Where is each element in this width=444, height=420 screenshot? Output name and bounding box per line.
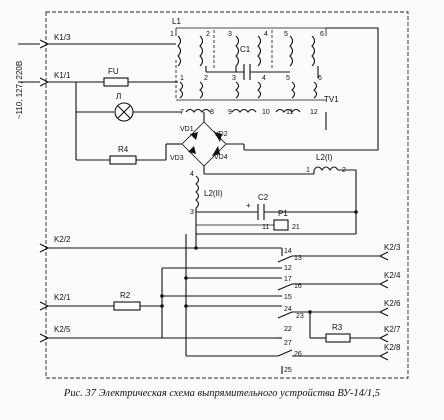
resistor-r2-label: R2 xyxy=(120,291,131,300)
input-k22: K2/2 xyxy=(39,234,282,253)
input-k13: K1/3 xyxy=(18,33,176,49)
contacts-17-16-15: 17 16 15 xyxy=(162,276,380,301)
outputs-right: K2/3 K2/4 K2/6 K2/7 K2/8 xyxy=(378,243,401,361)
resistor-r3-label: R3 xyxy=(332,323,343,332)
choke-l1-label: L1 xyxy=(172,17,181,26)
resistor-r3 xyxy=(325,333,351,343)
input-k11: K1/1 FU xyxy=(18,67,178,87)
tv-pin-9: 9 xyxy=(228,109,232,116)
diode-vd4-label: VD4 xyxy=(214,154,228,161)
resistor-r4-label: R4 xyxy=(118,145,129,154)
connector-k11-label: K1/1 xyxy=(54,71,71,80)
choke-l2-i: L2(I) 1 2 xyxy=(204,153,357,212)
contact-14: 14 xyxy=(284,248,292,255)
resistor-r2 xyxy=(113,301,141,311)
l1-pin-2: 2 xyxy=(206,31,210,38)
contact-16: 16 xyxy=(294,283,302,290)
contact-22: 22 xyxy=(284,326,292,333)
relay-p1-label: P1 xyxy=(278,209,288,218)
junction xyxy=(354,210,358,214)
transformer-tv1: TV1 1 2 3 4 5 6 7 8 9 10 11 12 xyxy=(175,60,339,130)
l1-pin-6: 6 xyxy=(320,31,324,38)
diode-vd1-label: VD1 xyxy=(180,126,194,133)
connector-k25-label: K2/5 xyxy=(54,325,71,334)
tv-pin-6: 6 xyxy=(318,75,322,82)
connector-k27-label: K2/7 xyxy=(384,325,401,334)
junction xyxy=(184,276,188,280)
lamp-branch: Л R4 xyxy=(75,82,182,165)
relay-p1-coil xyxy=(273,219,289,231)
lamp-label: Л xyxy=(116,92,121,101)
l2ii-pin-4: 4 xyxy=(190,171,194,178)
capacitor-c2: C2 + xyxy=(196,193,356,220)
l1-pin-3: 3 xyxy=(228,31,232,38)
resistor-r4 xyxy=(109,155,137,165)
tv-pin-4: 4 xyxy=(262,75,266,82)
contact-11: 11 xyxy=(262,224,269,231)
diode-vd3-label: VD3 xyxy=(170,155,184,162)
figure-caption: Рис. 37 Электрическая схема выпрямительн… xyxy=(63,388,381,399)
contact-24: 24 xyxy=(284,306,292,313)
contact-23: 23 xyxy=(296,313,304,320)
fuse-fu xyxy=(103,77,129,87)
contact-26: 26 xyxy=(294,351,302,358)
connector-k13-label: K1/3 xyxy=(54,33,71,42)
l2i-pin-1: 1 xyxy=(306,167,310,174)
enclosure-frame xyxy=(45,11,409,379)
choke-l2i-label: L2(I) xyxy=(316,153,333,162)
connector-k22-label: K2/2 xyxy=(54,235,71,244)
capacitor-c2-plus: + xyxy=(246,201,251,210)
junction xyxy=(160,304,164,308)
tv-pin-2: 2 xyxy=(204,75,208,82)
capacitor-c1: C1 xyxy=(206,45,290,80)
tv-pin-5: 5 xyxy=(286,75,290,82)
capacitor-c1-label: C1 xyxy=(240,45,251,54)
contacts-27-26-25: 27 26 25 xyxy=(186,337,380,374)
input-k21: K2/1 R2 xyxy=(39,291,162,311)
l2ii-pin-3: 3 xyxy=(190,209,194,216)
contact-17: 17 xyxy=(284,276,292,283)
contact-27: 27 xyxy=(284,340,292,347)
choke-l2ii-label: L2(II) xyxy=(204,189,223,198)
tv-pin-10: 10 xyxy=(262,109,270,116)
tv-pin-3: 3 xyxy=(232,75,236,82)
junction xyxy=(308,310,312,314)
contact-25: 25 xyxy=(284,367,292,374)
capacitor-c2-label: C2 xyxy=(258,193,269,202)
tv-pin-1: 1 xyxy=(180,75,184,82)
choke-l2-ii: 4 L2(II) 3 xyxy=(190,171,223,216)
transformer-tv1-label: TV1 xyxy=(324,95,339,104)
relay-p1: P1 11 21 xyxy=(195,209,357,235)
connector-k28-label: K2/8 xyxy=(384,343,401,352)
junction xyxy=(160,294,164,298)
fuse-label: FU xyxy=(108,67,119,76)
diode-vd2-label: VD2 xyxy=(214,131,228,138)
contacts-14-13-12: 14 13 12 xyxy=(162,248,380,272)
l1-pin-4: 4 xyxy=(264,31,268,38)
contact-12: 12 xyxy=(284,265,292,272)
diode-bridge: VD1 VD2 VD3 VD4 xyxy=(165,112,245,174)
contact-21: 21 xyxy=(292,224,300,231)
wire-l1-to-bridge xyxy=(244,27,379,151)
l1-pin-5: 5 xyxy=(284,31,288,38)
contacts-24-23-22: 24 23 22 R3 xyxy=(186,305,380,343)
l1-pin-1: 1 xyxy=(170,31,174,38)
connector-k24-label: K2/4 xyxy=(384,271,401,280)
junction xyxy=(184,304,188,308)
connector-k23-label: K2/3 xyxy=(384,243,401,252)
tv-pin-8: 8 xyxy=(210,109,214,116)
tv-pin-11: 11 xyxy=(286,109,293,116)
supply-voltage-label: ~110, 127, 220В xyxy=(15,61,24,119)
contact-13: 13 xyxy=(294,255,302,262)
connector-k26-label: K2/6 xyxy=(384,299,401,308)
contact-15: 15 xyxy=(284,294,292,301)
connector-k21-label: K2/1 xyxy=(54,293,71,302)
choke-l1: L1 1 2 3 4 5 6 xyxy=(170,17,327,78)
tv-pin-12: 12 xyxy=(310,109,318,116)
input-k25: K2/5 xyxy=(39,325,276,343)
